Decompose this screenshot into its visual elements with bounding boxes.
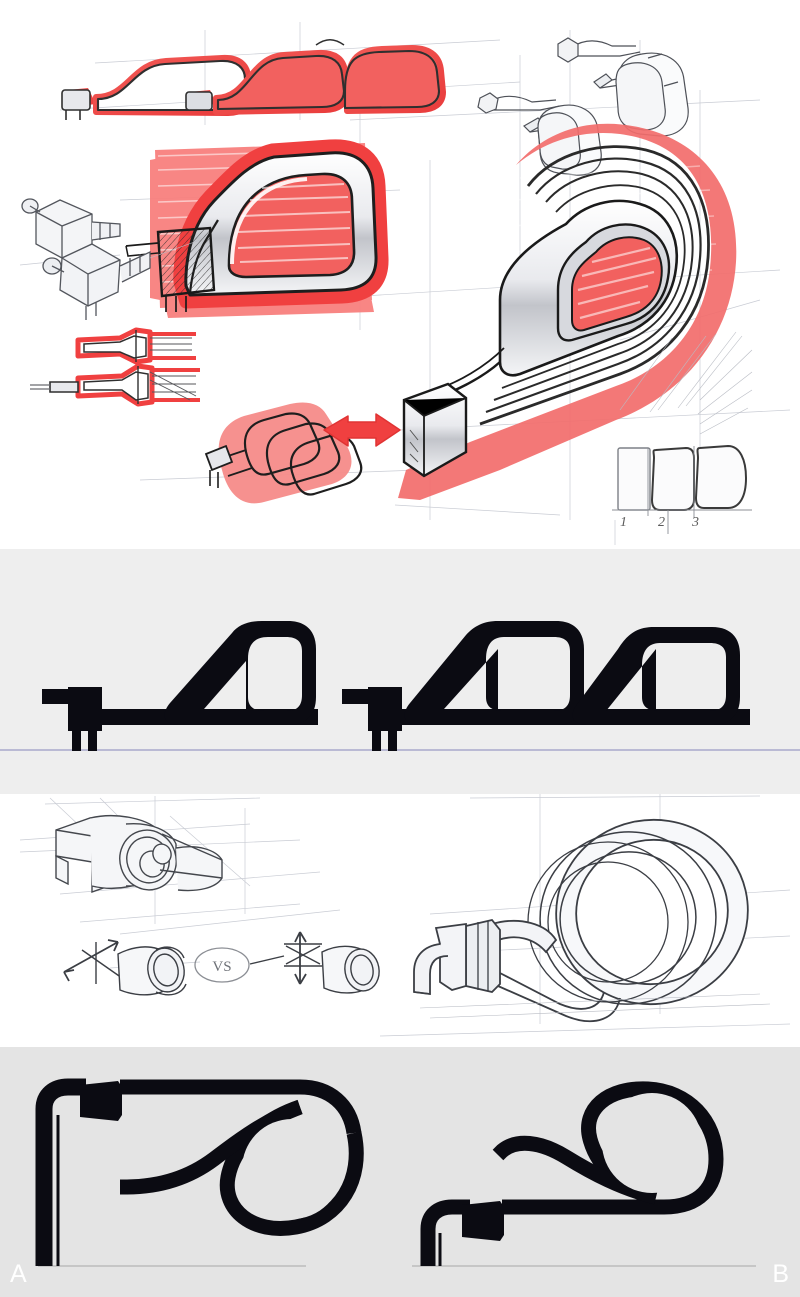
direction-arrow-icon	[323, 413, 401, 447]
rim-section-diagram: 1 2 3	[612, 331, 753, 534]
rim-slice-2	[650, 446, 695, 511]
variant-a-silhouette	[35, 1078, 364, 1266]
connector-thumb-upper	[557, 37, 689, 137]
graphite-study-panel: VS	[0, 794, 800, 1047]
section-cut-study	[30, 327, 200, 407]
vs-badge-ring	[194, 947, 250, 983]
section-cut-block	[125, 226, 216, 312]
rim-slice-1	[617, 447, 651, 511]
orientation-comparison: VS	[63, 931, 380, 996]
silhouette-single-loop	[42, 621, 318, 751]
silhouette-variant-panel: A B	[0, 1047, 800, 1297]
loop-stack	[243, 412, 363, 496]
section-cut-lower	[30, 363, 200, 407]
connector-thumbnails	[477, 37, 689, 176]
marker-concept-panel: 1 2 3	[0, 0, 800, 549]
module-upper	[21, 198, 121, 259]
variant-b-label: B	[772, 1260, 790, 1288]
thumbnail-single-loop	[61, 54, 253, 120]
orientation-left	[63, 939, 187, 996]
module-lower	[42, 243, 151, 320]
vs-badge-label: VS	[212, 959, 231, 975]
silhouette-double-loop	[342, 621, 750, 751]
module-study	[21, 198, 201, 320]
rim-slice-1-label: 1	[620, 515, 627, 530]
coil-loop-perspective	[413, 818, 749, 1023]
orientation-right	[249, 931, 380, 994]
hero-sketch-front	[125, 139, 389, 318]
extrusion-section-study	[55, 815, 223, 893]
rim-bands	[479, 145, 710, 426]
assembly-arrow-study	[204, 402, 401, 504]
thumbnail-double-loop	[185, 39, 446, 115]
section-cut-upper	[75, 327, 196, 365]
rim-slice-2-label: 2	[658, 515, 665, 530]
rim-slice-3	[694, 444, 748, 509]
ground-shadow-lines	[419, 993, 771, 1019]
perspective-block-joint	[402, 382, 468, 478]
variant-a-label: A	[10, 1260, 28, 1288]
silhouette-profile-panel	[0, 549, 800, 794]
rim-slice-3-label: 3	[691, 515, 699, 530]
hero-sketch-perspective	[398, 123, 737, 501]
variant-b-silhouette	[420, 1081, 724, 1266]
